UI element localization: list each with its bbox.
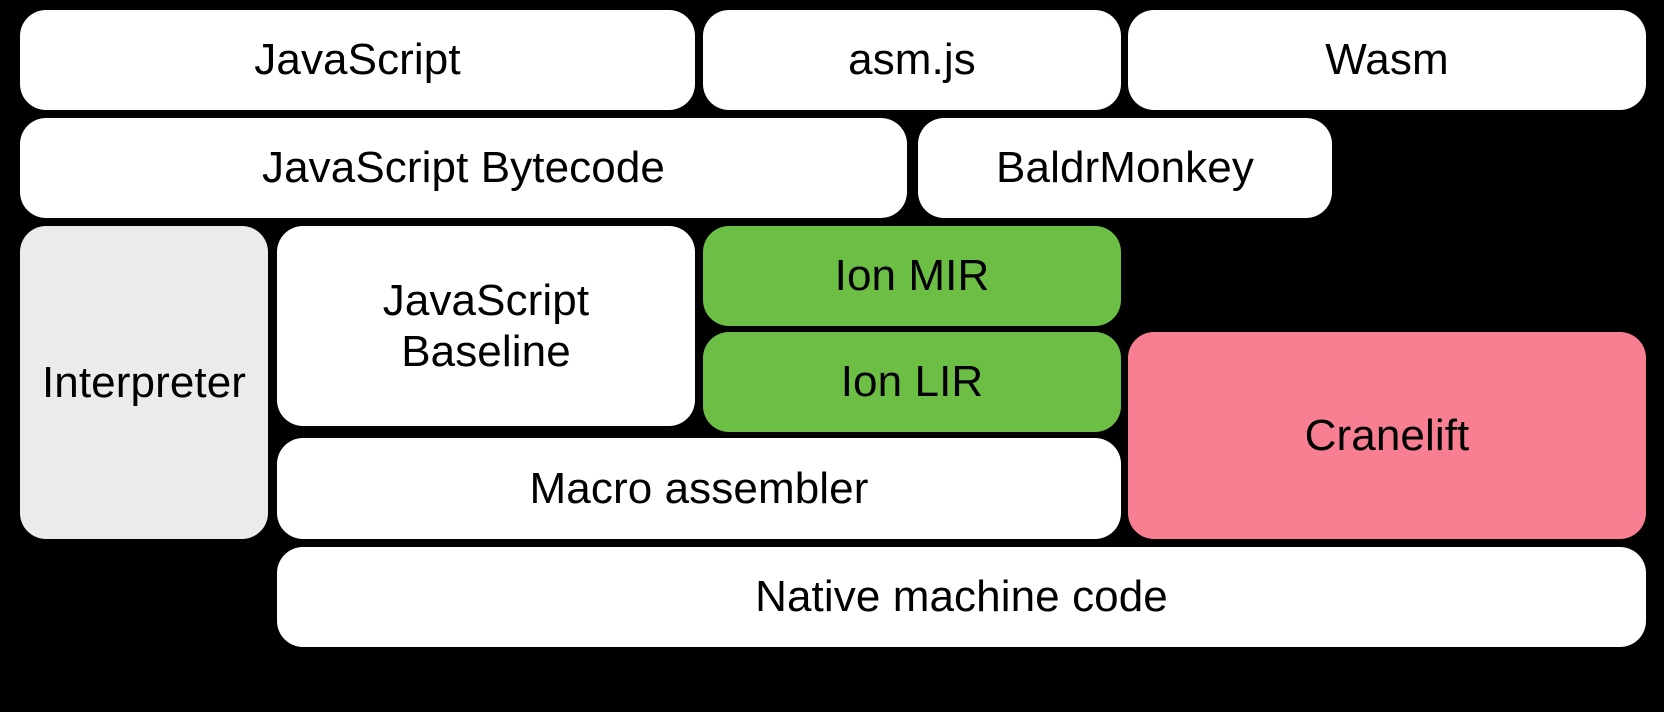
node-ion-lir: Ion LIR <box>703 332 1121 432</box>
node-macro-assembler: Macro assembler <box>277 438 1121 539</box>
node-javascript-bytecode: JavaScript Bytecode <box>20 118 907 218</box>
node-asmjs: asm.js <box>703 10 1121 110</box>
node-cranelift: Cranelift <box>1128 332 1646 539</box>
node-javascript: JavaScript <box>20 10 695 110</box>
node-native-machine-code: Native machine code <box>277 547 1646 647</box>
node-baldrmonkey: BaldrMonkey <box>918 118 1332 218</box>
node-javascript-baseline: JavaScript Baseline <box>277 226 695 426</box>
node-wasm: Wasm <box>1128 10 1646 110</box>
node-interpreter: Interpreter <box>20 226 268 539</box>
node-ion-mir: Ion MIR <box>703 226 1121 326</box>
